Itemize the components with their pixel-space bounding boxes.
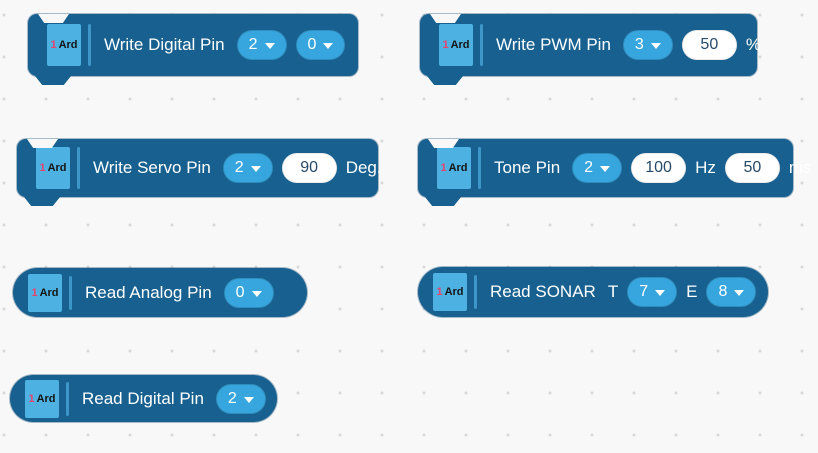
- pwm-value-input[interactable]: 50: [681, 30, 737, 60]
- badge-separator: [474, 275, 477, 309]
- block-write-servo-pin[interactable]: 1 Ard Write Servo Pin 2 90 Deg.: [17, 139, 382, 206]
- badge-separator: [69, 275, 72, 310]
- chevron-down-icon: [734, 290, 745, 296]
- chevron-down-icon: [655, 290, 666, 296]
- unit-label: Hz: [695, 158, 716, 177]
- block-label: Write PWM Pin: [496, 35, 611, 54]
- badge-separator: [66, 381, 69, 416]
- chevron-down-icon: [264, 43, 275, 49]
- unit-label: Deg.: [345, 158, 382, 177]
- badge-number: 1: [440, 162, 447, 174]
- block-label: Write Digital Pin: [104, 35, 225, 54]
- badge-label: Ard: [450, 39, 470, 51]
- arduino-badge: 1 Ard: [439, 24, 473, 66]
- badge-number: 1: [28, 392, 35, 405]
- pin-dropdown[interactable]: 3: [622, 30, 673, 60]
- badge-label: Ard: [448, 162, 468, 174]
- dropdown-value: 0: [235, 283, 245, 301]
- badge-number: 1: [50, 39, 57, 51]
- arduino-badge: 1 Ard: [433, 273, 467, 311]
- block-label: Read Analog Pin: [85, 282, 212, 302]
- unit-label: ms: [788, 158, 812, 177]
- badge-separator: [478, 147, 481, 189]
- block-bottom-tab: [35, 76, 71, 85]
- block-write-pwm-pin[interactable]: 1 Ard Write PWM Pin 3 50 %: [420, 14, 761, 85]
- badge-number: 1: [39, 162, 46, 174]
- dropdown-value: 8: [718, 283, 728, 300]
- arduino-badge: 1 Ard: [437, 147, 471, 189]
- badge-label: Ard: [47, 162, 67, 174]
- dropdown-value: 2: [584, 159, 594, 176]
- dropdown-value: 2: [234, 159, 244, 176]
- servo-angle-input[interactable]: 90: [281, 153, 337, 183]
- block-label: Read Digital Pin: [82, 388, 204, 408]
- badge-separator: [77, 147, 80, 189]
- badge-number: 1: [31, 286, 38, 299]
- arduino-badge: 1 Ard: [25, 379, 59, 418]
- badge-label: Ard: [58, 39, 78, 51]
- pin-dropdown[interactable]: 2: [215, 383, 266, 414]
- echo-pin-dropdown[interactable]: 8: [706, 277, 757, 307]
- duration-input[interactable]: 50: [724, 153, 780, 183]
- trigger-pin-dropdown[interactable]: 7: [627, 277, 678, 307]
- block-label: Read SONAR: [490, 282, 596, 301]
- badge-label: Ard: [444, 286, 464, 298]
- dropdown-value: 0: [307, 36, 317, 53]
- unit-label: %: [745, 35, 761, 54]
- pin-dropdown[interactable]: 0: [223, 277, 274, 308]
- block-bottom-tab: [425, 197, 461, 206]
- block-tone-pin[interactable]: 1 Ard Tone Pin 2 100 Hz 50 ms: [418, 139, 812, 206]
- badge-label: Ard: [36, 392, 56, 405]
- block-label: Write Servo Pin: [93, 158, 211, 177]
- trigger-label: T: [607, 282, 619, 301]
- dropdown-value: 7: [639, 283, 649, 300]
- badge-separator: [480, 24, 483, 66]
- block-top-notch: [38, 14, 69, 23]
- chevron-down-icon: [243, 396, 254, 403]
- block-label: Tone Pin: [494, 158, 561, 177]
- dropdown-value: 3: [634, 36, 644, 53]
- badge-label: Ard: [39, 286, 59, 299]
- chevron-down-icon: [250, 166, 261, 172]
- badge-number: 1: [442, 39, 449, 51]
- pin-dropdown[interactable]: 2: [572, 153, 623, 183]
- block-read-analog-pin[interactable]: 1 Ard Read Analog Pin 0: [13, 268, 307, 317]
- chevron-down-icon: [251, 290, 262, 297]
- arduino-badge: 1 Ard: [28, 273, 62, 312]
- frequency-input[interactable]: 100: [631, 153, 687, 183]
- pin-dropdown[interactable]: 2: [222, 153, 273, 183]
- dropdown-value: 2: [227, 389, 237, 407]
- block-top-notch: [430, 14, 461, 23]
- chevron-down-icon: [323, 43, 334, 49]
- block-write-digital-pin[interactable]: 1 Ard Write Digital Pin 2 0: [28, 14, 358, 85]
- value-dropdown[interactable]: 0: [295, 30, 346, 60]
- block-read-sonar[interactable]: 1 Ard Read SONAR T 7 E 8: [418, 267, 768, 317]
- badge-separator: [88, 24, 91, 66]
- pin-dropdown[interactable]: 2: [236, 30, 287, 60]
- block-top-notch: [428, 139, 459, 148]
- arduino-badge: 1 Ard: [36, 147, 70, 189]
- arduino-badge: 1 Ard: [47, 24, 81, 66]
- block-top-notch: [27, 139, 58, 148]
- chevron-down-icon: [650, 43, 661, 49]
- chevron-down-icon: [600, 166, 611, 172]
- block-bottom-tab: [24, 197, 60, 206]
- echo-label: E: [686, 282, 698, 301]
- dropdown-value: 2: [248, 36, 258, 53]
- block-bottom-tab: [427, 76, 463, 85]
- block-read-digital-pin[interactable]: 1 Ard Read Digital Pin 2: [10, 375, 277, 422]
- badge-number: 1: [436, 286, 443, 298]
